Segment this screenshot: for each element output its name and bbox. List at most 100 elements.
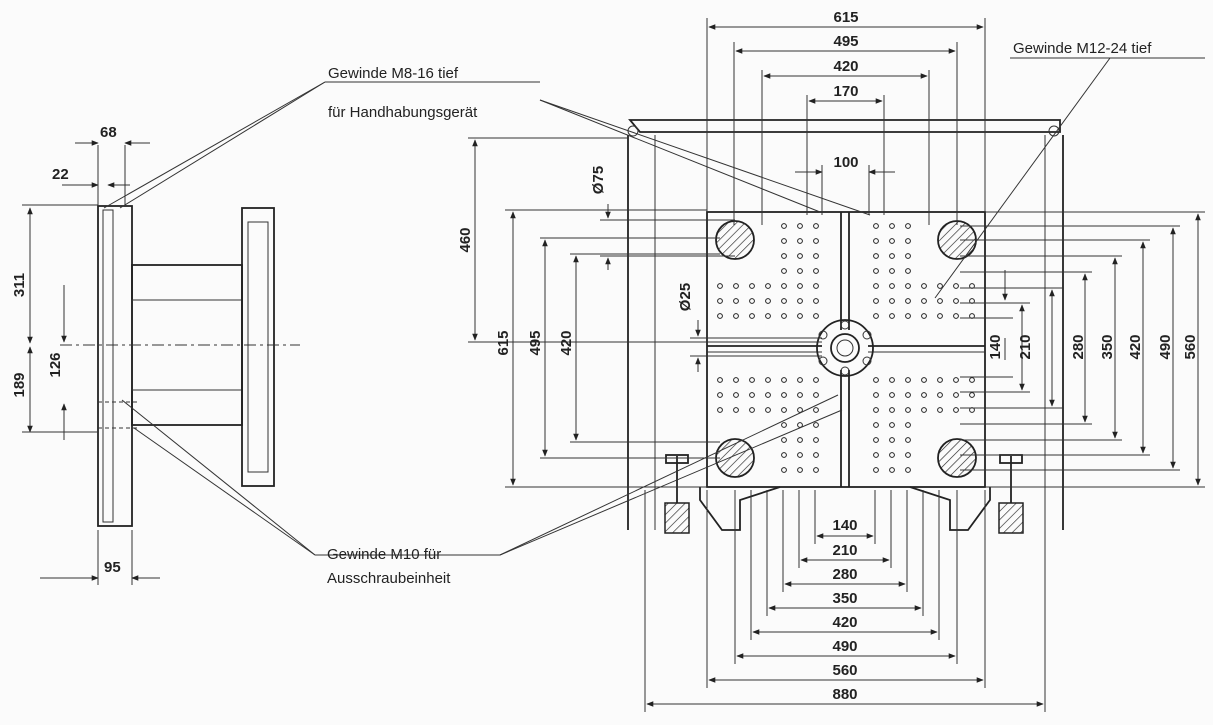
mounting-hole xyxy=(797,313,803,319)
dim-right-560: 560 xyxy=(1182,334,1199,359)
mounting-hole xyxy=(921,407,927,413)
mounting-hole xyxy=(889,238,895,244)
mounting-hole xyxy=(733,298,739,304)
mounting-hole xyxy=(873,298,879,304)
mounting-hole xyxy=(873,467,879,473)
mounting-hole xyxy=(781,238,787,244)
mounting-hole xyxy=(797,377,803,383)
mounting-hole xyxy=(921,377,927,383)
mounting-hole xyxy=(953,313,959,319)
left-dimensions xyxy=(468,137,822,488)
callout-m10-line1: Gewinde M10 für xyxy=(327,546,441,563)
mounting-hole xyxy=(905,313,911,319)
callout-m8-line2: für Handhabungsgerät xyxy=(328,104,478,121)
mounting-hole xyxy=(797,452,803,458)
side-view-dimensions xyxy=(22,140,160,585)
mounting-hole xyxy=(953,407,959,413)
mounting-hole xyxy=(717,298,723,304)
mounting-hole xyxy=(937,298,943,304)
mounting-hole xyxy=(797,467,803,473)
dim-left-460: 460 xyxy=(457,227,474,252)
mounting-hole xyxy=(969,377,975,383)
mounting-hole xyxy=(889,313,895,319)
mounting-hole xyxy=(717,283,723,289)
mounting-hole xyxy=(749,283,755,289)
top-dimensions xyxy=(600,18,986,270)
mounting-hole xyxy=(781,392,787,398)
mounting-hole xyxy=(797,407,803,413)
mounting-hole xyxy=(813,253,819,259)
mounting-hole xyxy=(889,452,895,458)
callout-labels: Gewinde M8-16 tief für Handhabungsgerät … xyxy=(327,40,1152,587)
mounting-hole xyxy=(717,313,723,319)
dim-top-170: 170 xyxy=(833,83,858,100)
dim-bottom-210: 210 xyxy=(832,542,857,559)
mounting-hole xyxy=(937,313,943,319)
mounting-hole xyxy=(937,377,943,383)
mounting-hole xyxy=(813,392,819,398)
mounting-hole xyxy=(921,298,927,304)
mounting-hole xyxy=(889,223,895,229)
mounting-hole xyxy=(749,392,755,398)
mounting-hole xyxy=(905,392,911,398)
mounting-hole xyxy=(921,392,927,398)
mounting-hole xyxy=(905,377,911,383)
mounting-hole xyxy=(813,452,819,458)
callout-m12: Gewinde M12-24 tief xyxy=(1013,40,1152,57)
mounting-hole xyxy=(905,223,911,229)
mounting-hole xyxy=(797,298,803,304)
mounting-hole xyxy=(905,452,911,458)
mounting-hole xyxy=(953,392,959,398)
mounting-hole xyxy=(953,298,959,304)
mounting-hole xyxy=(873,223,879,229)
mounting-hole xyxy=(749,377,755,383)
mounting-hole xyxy=(781,407,787,413)
dim-189: 189 xyxy=(11,372,28,397)
mounting-hole xyxy=(873,452,879,458)
mounting-hole xyxy=(889,268,895,274)
mounting-hole xyxy=(749,407,755,413)
mounting-hole xyxy=(749,298,755,304)
mounting-hole xyxy=(813,298,819,304)
dim-top-615: 615 xyxy=(833,9,858,26)
mounting-hole xyxy=(905,298,911,304)
dim-left-615: 615 xyxy=(495,330,512,355)
dim-bottom-490: 490 xyxy=(832,638,857,655)
mounting-hole xyxy=(889,422,895,428)
mounting-hole xyxy=(781,223,787,229)
dim-22: 22 xyxy=(52,166,69,183)
mounting-hole xyxy=(781,253,787,259)
right-dimensions xyxy=(960,211,1205,488)
mounting-hole xyxy=(765,392,771,398)
mounting-hole xyxy=(873,392,879,398)
mounting-hole xyxy=(937,392,943,398)
mounting-hole xyxy=(953,283,959,289)
mounting-hole xyxy=(873,238,879,244)
top-dimension-labels: 615 495 420 170 100 Ø75 xyxy=(590,9,859,194)
mounting-hole xyxy=(937,407,943,413)
dim-bottom-350: 350 xyxy=(832,590,857,607)
mounting-hole xyxy=(813,377,819,383)
mounting-hole xyxy=(889,392,895,398)
mounting-hole xyxy=(889,467,895,473)
mounting-hole xyxy=(733,377,739,383)
mounting-hole xyxy=(889,253,895,259)
dim-right-140: 140 xyxy=(987,334,1004,359)
mounting-hole xyxy=(905,283,911,289)
mounting-hole xyxy=(889,407,895,413)
mounting-hole xyxy=(797,437,803,443)
mounting-hole xyxy=(813,223,819,229)
mounting-hole xyxy=(873,422,879,428)
side-view xyxy=(60,205,300,527)
mounting-hole xyxy=(797,392,803,398)
dim-top-100: 100 xyxy=(833,154,858,171)
mounting-hole xyxy=(765,283,771,289)
mounting-hole xyxy=(813,467,819,473)
dim-left-420: 420 xyxy=(558,330,575,355)
callout-leaders xyxy=(103,57,1205,556)
mounting-hole xyxy=(953,377,959,383)
dim-bottom-280: 280 xyxy=(832,566,857,583)
mounting-hole xyxy=(921,313,927,319)
mounting-hole xyxy=(765,407,771,413)
dim-bottom-880: 880 xyxy=(832,686,857,703)
